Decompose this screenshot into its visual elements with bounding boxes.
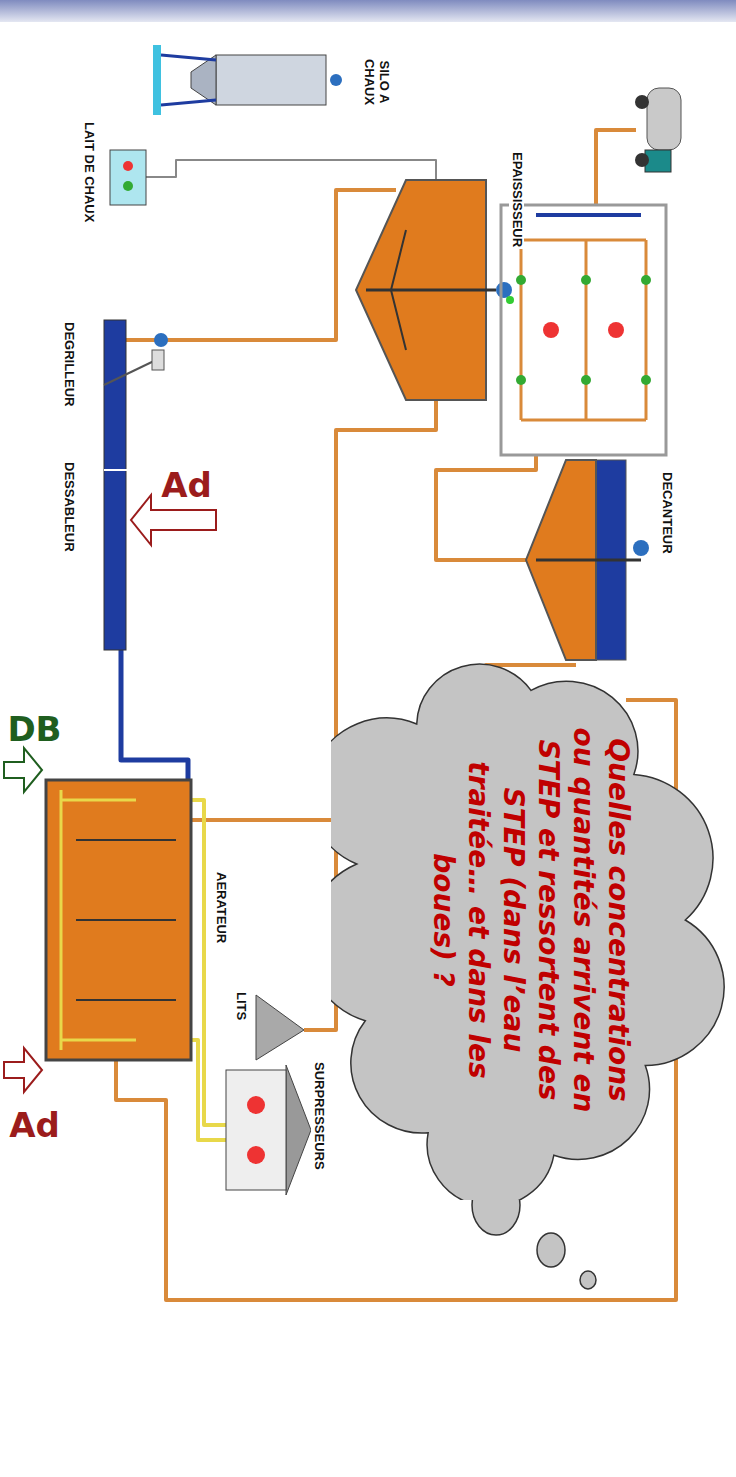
pump-manifold (501, 205, 666, 455)
thought-cloud: Quelles concentrations ou quantités arri… (331, 640, 731, 1200)
equipment-label: DESSABLEUR (61, 460, 76, 554)
equipment-label: DECANTEUR (659, 470, 674, 556)
settler-tank (526, 460, 649, 660)
equipment-label: DEGRILLEUR (61, 320, 76, 409)
drying-beds (256, 995, 304, 1060)
input-label: DB (7, 710, 61, 749)
input-label: Ad (167, 458, 206, 513)
lime-silo (153, 45, 342, 115)
cloud-outline (331, 640, 731, 1200)
equipment-label: LAIT DE CHAUX (81, 120, 96, 224)
equipment-label: LITS (233, 990, 248, 1022)
equipment-label: EPAISSISSEUR (509, 150, 524, 249)
input-arrow (4, 1048, 42, 1092)
tanker-truck (635, 88, 681, 172)
input-label: Ad (9, 1106, 60, 1145)
lime-milk-tank (110, 150, 146, 205)
question-text: Quelles concentrations ou quantités arri… (426, 724, 636, 1116)
input-label: DB (15, 700, 54, 758)
side-bar (0, 0, 736, 22)
equipment-label: SURPRESSEURS (311, 1060, 326, 1172)
screen-grit-channel (104, 320, 168, 650)
thickener-tank (356, 180, 514, 400)
equipment-label: SILO A CHAUX (361, 50, 391, 114)
equipment-label: AERATEUR (213, 870, 228, 945)
blower-house (226, 1065, 311, 1195)
aeration-tank (46, 780, 191, 1060)
input-label: Ad (15, 1098, 54, 1153)
input-arrow (4, 748, 42, 792)
input-label: Ad (161, 466, 212, 505)
